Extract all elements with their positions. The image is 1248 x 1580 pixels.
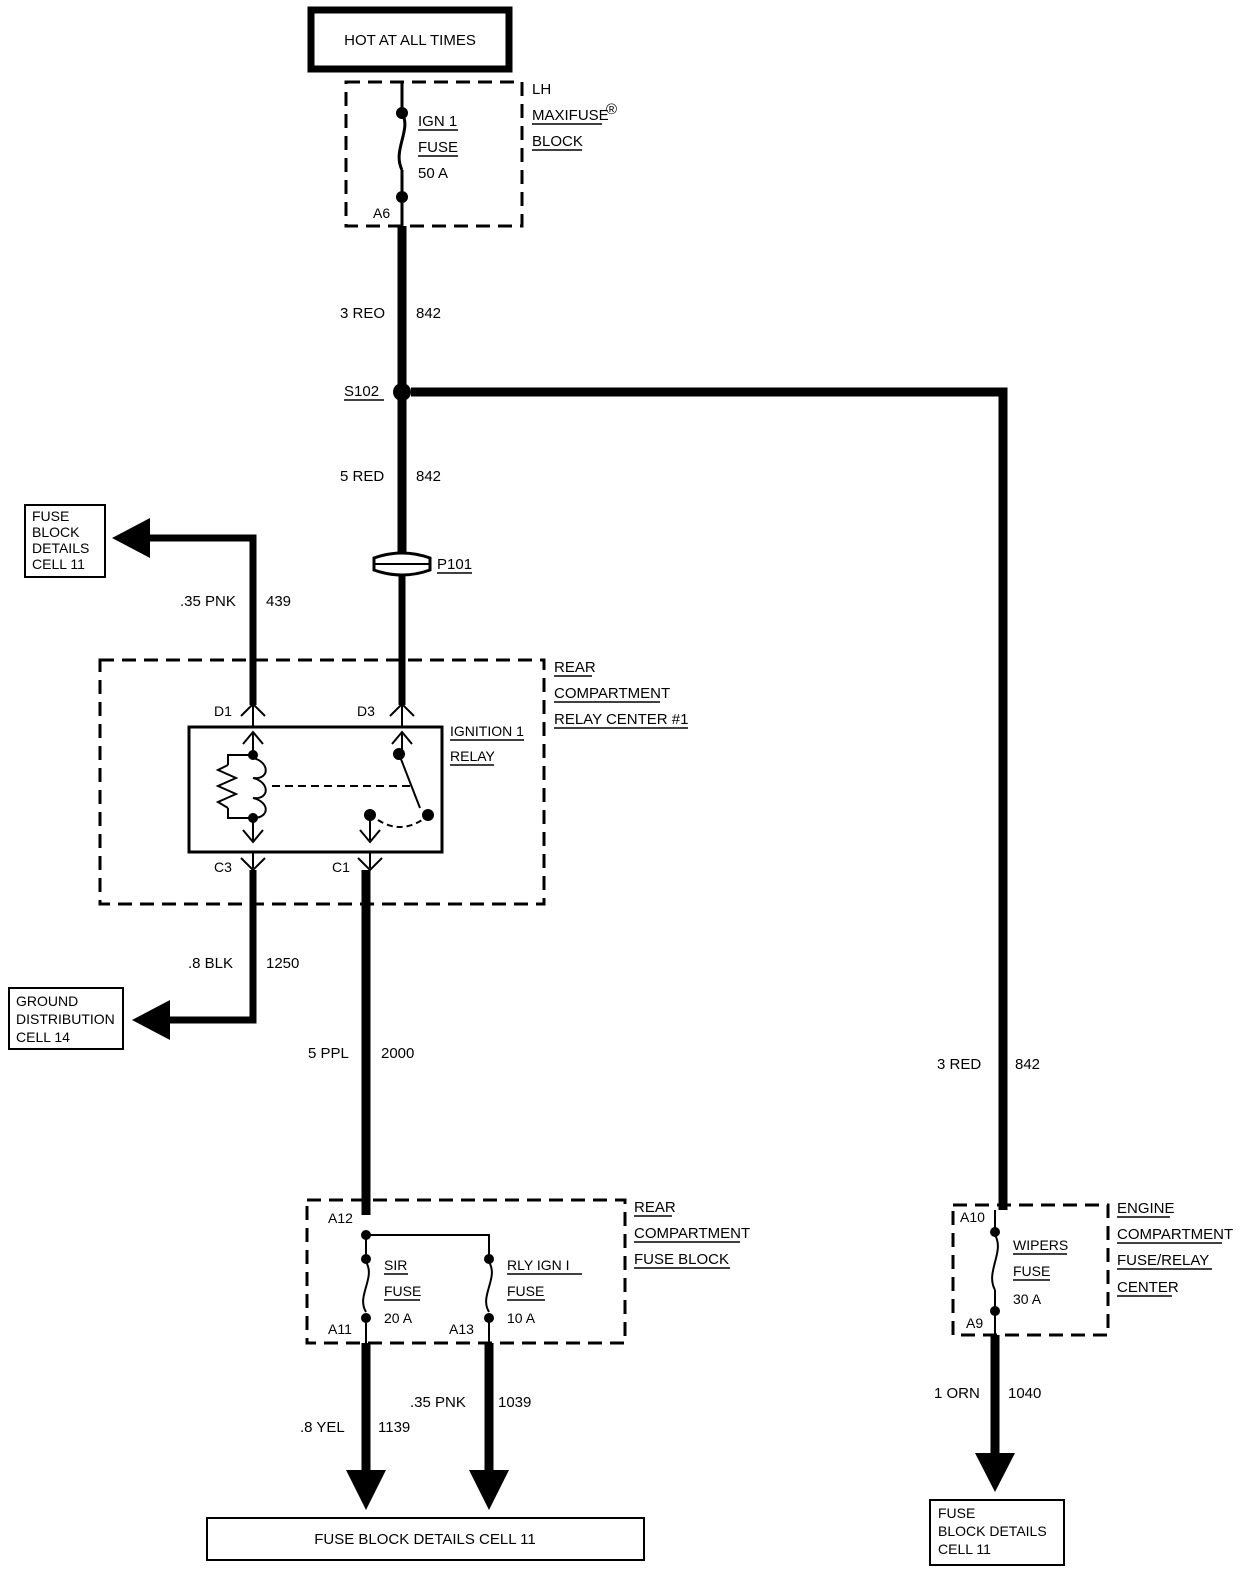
- ref-ground-line3: CELL 14: [16, 1029, 70, 1045]
- terminal-a12: A12: [328, 1210, 353, 1226]
- rly-fuse-name: RLY IGN I: [507, 1257, 570, 1273]
- ign1-fuse-name: IGN 1: [418, 113, 457, 130]
- wire-842-mid-circuit: 842: [416, 468, 441, 485]
- rear-relay-center: REAR COMPARTMENT RELAY CENTER #1 D1 D3 I…: [98, 658, 689, 906]
- relay-center-label-3: RELAY CENTER #1: [554, 711, 689, 728]
- arrow-down-icon: [469, 1470, 509, 1510]
- rly-fuse-word: FUSE: [507, 1283, 544, 1299]
- wire-842: 3 REO 842 S102 5 RED 842 P101 3 RED 842: [340, 226, 1040, 1210]
- arrow-left-icon: [132, 1000, 170, 1040]
- arrow-down-icon: [975, 1453, 1015, 1492]
- ref-fbtl-line1: FUSE: [32, 508, 69, 524]
- wire-2000-gauge: 5 PPL: [308, 1045, 349, 1062]
- wire-842-right-gauge: 3 RED: [937, 1056, 981, 1073]
- registered-mark: ®: [606, 101, 617, 118]
- wire-439-gauge: .35 PNK: [180, 593, 236, 610]
- passthrough-p101: [372, 551, 432, 577]
- ref-fuse-block-bottom[interactable]: FUSE BLOCK DETAILS CELL 11: [206, 1517, 645, 1561]
- lh-block-label-2: MAXIFUSE: [532, 107, 609, 124]
- wire-1040-circuit: 1040: [1008, 1385, 1041, 1402]
- wire-1040-gauge: 1 ORN: [934, 1385, 980, 1402]
- relay-center-label-2: COMPARTMENT: [554, 685, 670, 702]
- relay-label-1: IGNITION 1: [450, 723, 524, 739]
- engine-center-label-1: ENGINE: [1117, 1200, 1175, 1217]
- ref-fuse-block-bottom-right[interactable]: FUSE BLOCK DETAILS CELL 11: [929, 1499, 1065, 1566]
- wire-1039: .35 PNK 1039: [410, 1343, 531, 1510]
- relay-center-label-1: REAR: [554, 659, 596, 676]
- ref-fbbr-line2: BLOCK DETAILS: [938, 1523, 1047, 1539]
- terminal-a9: A9: [966, 1315, 983, 1331]
- wire-2000: 5 PPL 2000: [308, 870, 414, 1215]
- ref-ground-line2: DISTRIBUTION: [16, 1011, 115, 1027]
- lh-block-label-3: BLOCK: [532, 133, 583, 150]
- ref-fbtl-line3: DETAILS: [32, 540, 89, 556]
- wire-842-top-circuit: 842: [416, 305, 441, 322]
- rear-fuse-block-label-1: REAR: [634, 1199, 676, 1216]
- ref-ground-distribution[interactable]: GROUND DISTRIBUTION CELL 14: [8, 987, 124, 1050]
- wire-439-circuit: 439: [266, 593, 291, 610]
- wire-842-mid-gauge: 5 RED: [340, 468, 384, 485]
- lh-block-label-1: LH: [532, 81, 551, 98]
- terminal-a6: A6: [373, 205, 390, 221]
- engine-center-label-2: COMPARTMENT: [1117, 1226, 1233, 1243]
- power-source-label: HOT AT ALL TIMES: [344, 32, 476, 49]
- wire-1039-circuit: 1039: [498, 1394, 531, 1411]
- ref-fuse-block-bottom-label: FUSE BLOCK DETAILS CELL 11: [314, 1531, 535, 1548]
- wipers-fuse-name: WIPERS: [1013, 1237, 1068, 1253]
- wire-1139-gauge: .8 YEL: [300, 1419, 345, 1436]
- sir-fuse-rating: 20 A: [384, 1310, 413, 1326]
- wire-842-right-circuit: 842: [1015, 1056, 1040, 1073]
- rear-fuse-block: REAR COMPARTMENT FUSE BLOCK A12 SIR FUSE…: [305, 1198, 750, 1345]
- wire-439: .35 PNK 439: [112, 518, 291, 705]
- lh-maxifuse-block: IGN 1 FUSE 50 A A6 LH MAXIFUSE ® BLOCK: [344, 80, 617, 228]
- arrow-down-icon: [346, 1470, 386, 1510]
- ref-fbtl-line2: BLOCK: [32, 524, 80, 540]
- ref-fbbr-line3: CELL 11: [938, 1541, 991, 1557]
- wire-1040: 1 ORN 1040: [934, 1335, 1041, 1492]
- ref-fbtl-line4: CELL 11: [32, 556, 85, 572]
- rear-fuse-block-label-3: FUSE BLOCK: [634, 1251, 729, 1268]
- wipers-fuse-word: FUSE: [1013, 1263, 1050, 1279]
- splice-s102-label: S102: [344, 383, 379, 400]
- wire-1250: .8 BLK 1250: [132, 870, 299, 1040]
- wire-842-top-gauge: 3 REO: [340, 305, 385, 322]
- wire-2000-circuit: 2000: [381, 1045, 414, 1062]
- wipers-fuse-rating: 30 A: [1013, 1291, 1042, 1307]
- terminal-c1: C1: [332, 859, 350, 875]
- terminal-a13: A13: [449, 1321, 474, 1337]
- passthrough-p101-label: P101: [437, 556, 472, 573]
- power-source-box: HOT AT ALL TIMES: [307, 6, 513, 73]
- terminal-a10: A10: [960, 1209, 985, 1225]
- sir-fuse-word: FUSE: [384, 1283, 421, 1299]
- wire-1039-gauge: .35 PNK: [410, 1394, 466, 1411]
- engine-center-label-3: FUSE/RELAY: [1117, 1252, 1209, 1269]
- arrow-left-icon: [112, 518, 150, 558]
- ign1-fuse-rating: 50 A: [418, 165, 448, 182]
- ign1-fuse-word: FUSE: [418, 139, 458, 156]
- relay-label-2: RELAY: [450, 748, 496, 764]
- wire-1250-circuit: 1250: [266, 955, 299, 972]
- rear-fuse-block-label-2: COMPARTMENT: [634, 1225, 750, 1242]
- sir-fuse-name: SIR: [384, 1257, 407, 1273]
- wire-1139: .8 YEL 1139: [300, 1343, 410, 1510]
- terminal-c3: C3: [214, 859, 232, 875]
- ignition-1-relay: [187, 725, 444, 854]
- wire-1139-circuit: 1139: [378, 1419, 410, 1436]
- ref-fuse-block-top-left[interactable]: FUSE BLOCK DETAILS CELL 11: [24, 504, 106, 578]
- engine-fuse-relay-center: ENGINE COMPARTMENT FUSE/RELAY CENTER A10…: [951, 1200, 1233, 1337]
- terminal-d3: D3: [357, 703, 375, 719]
- rly-fuse-rating: 10 A: [507, 1310, 536, 1326]
- engine-center-label-4: CENTER: [1117, 1279, 1179, 1296]
- wire-1250-gauge: .8 BLK: [188, 955, 233, 972]
- ref-ground-line1: GROUND: [16, 993, 78, 1009]
- terminal-a11: A11: [328, 1321, 352, 1337]
- terminal-d1: D1: [214, 703, 232, 719]
- ref-fbbr-line1: FUSE: [938, 1505, 975, 1521]
